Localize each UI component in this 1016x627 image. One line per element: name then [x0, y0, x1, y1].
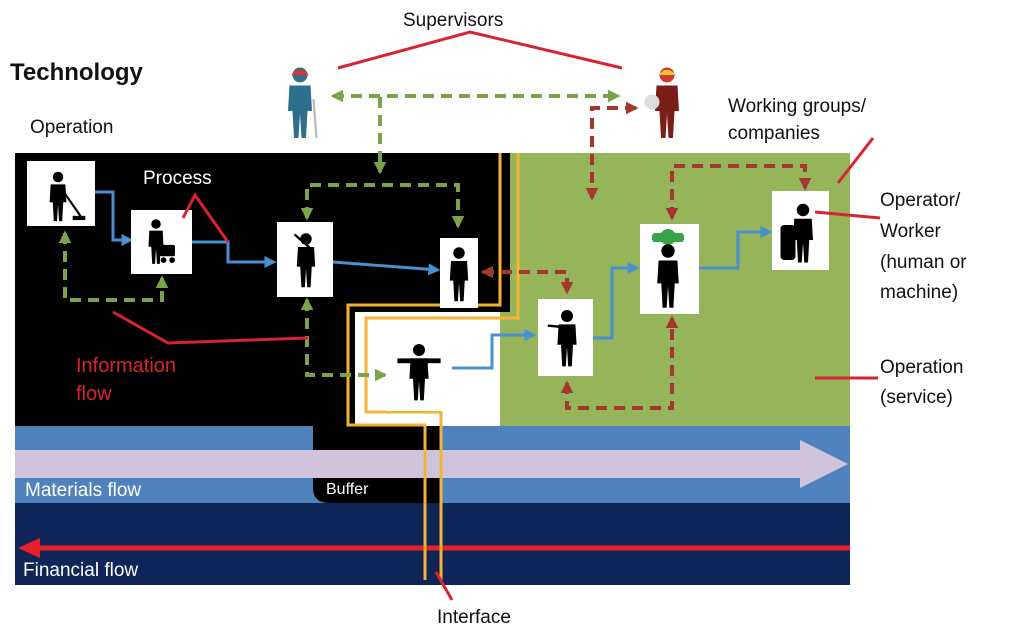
- painting-worker-icon: [293, 233, 316, 288]
- arms-out-worker-icon: [397, 344, 441, 401]
- operation-label: Operation: [30, 117, 113, 138]
- sweeping-worker-icon: [49, 171, 86, 222]
- supervisor-left: [288, 67, 318, 139]
- spray-worker-icon: [547, 310, 577, 367]
- information-flow-label-2: flow: [76, 383, 112, 405]
- supervisor-icon: [288, 67, 318, 139]
- machine-worker-icon: [780, 203, 813, 263]
- worker-standing-box: [440, 238, 478, 308]
- worker-cart-box: [131, 210, 192, 274]
- financial-flow-arrowhead: [18, 538, 40, 558]
- supervisors-label: Supervisors: [403, 10, 503, 31]
- information-flow-label: Information: [76, 355, 176, 377]
- worker-sweeping-box: [27, 161, 95, 226]
- cart-worker-icon: [148, 219, 175, 264]
- operator-label-2: Worker: [880, 221, 942, 242]
- page-title: Technology: [10, 59, 144, 86]
- materials-flow-label: Materials flow: [25, 480, 141, 501]
- info-flow-green: [58, 89, 621, 382]
- worker-carrying-box: [640, 224, 699, 314]
- process-label: Process: [143, 168, 212, 189]
- materials-flow-arrow: [15, 440, 848, 488]
- info-flow-red: [480, 101, 812, 410]
- interface-label: Interface: [437, 607, 511, 627]
- worker-arms-box: [386, 333, 452, 411]
- working-groups-label: Working groups/: [728, 96, 867, 117]
- operator-label-4: machine): [880, 282, 958, 303]
- supervisor-right: [644, 67, 679, 138]
- financial-flow-label: Financial flow: [23, 560, 138, 581]
- working-groups-label-2: companies: [728, 123, 820, 144]
- worker-machine-box: [772, 191, 829, 270]
- supervisor-icon: [644, 67, 679, 138]
- operator-label-3: (human or: [880, 252, 967, 273]
- worker-painting-box: [277, 222, 333, 297]
- operation-service-label: Operation: [880, 357, 963, 378]
- buffer-label: Buffer: [326, 481, 369, 498]
- process-flow: [95, 190, 773, 370]
- operation-service-label-2: (service): [880, 387, 953, 408]
- worker-spray-box: [538, 299, 593, 376]
- financial-band: [15, 503, 850, 585]
- operator-label: Operator/: [880, 190, 961, 211]
- callout-lines: [112, 30, 881, 601]
